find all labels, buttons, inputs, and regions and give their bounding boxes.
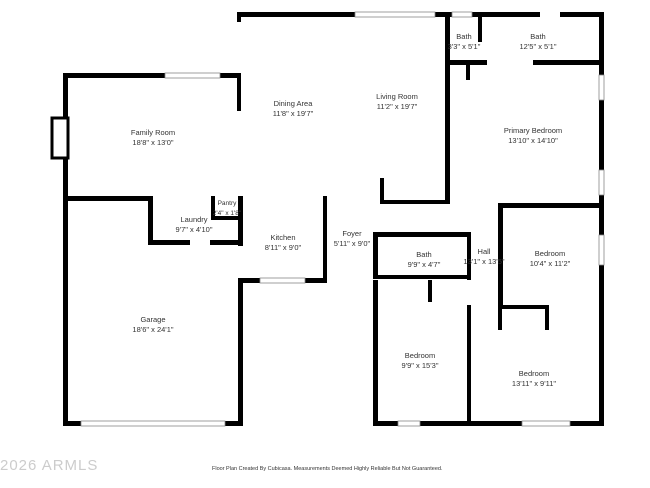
room-dims: 9'7" x 4'10" [175,225,213,234]
room-dims: 9'9" x 4'7" [407,260,441,269]
room-name: Bedroom [534,249,566,258]
room-dims: 11'2" x 19'7" [376,102,418,111]
room-name: Living Room [376,92,418,101]
room-name: Kitchen [270,233,296,242]
room-name: Bedroom [518,369,550,378]
room-name: Laundry [180,215,208,224]
windows [80,11,605,427]
room-dims: 13'1" x 13'5" [463,257,505,266]
walls [50,12,604,426]
room-name: Bath [456,32,472,41]
room-name: Hall [477,247,491,256]
room-name: Pantry [217,200,237,207]
room-name: Family Room [130,128,176,137]
room-dims: 3'3" x 5'1" [447,42,481,51]
room-name: Primary Bedroom [503,126,563,135]
room-dims: 18'6" x 24'1" [132,325,174,334]
room-dims: 12'5" x 5'1" [519,42,557,51]
room-dims: 5'11" x 9'0" [333,239,371,248]
room-dims: 13'10" x 14'10" [508,136,558,145]
footer-note: Floor Plan Created By Cubicasa. Measurem… [212,466,443,472]
room-name: Bedroom [404,351,436,360]
room-dims: 11'8" x 19'7" [272,109,314,118]
room-dims: 10'4" x 11'2" [529,259,571,268]
room-name: Foyer [342,229,362,238]
watermark: 2026 ARMLS [0,457,99,474]
room-name: Bath [416,250,432,259]
room-dims: 9'9" x 15'3" [401,361,439,370]
room-dims: 13'11" x 9'11" [511,379,557,388]
room-dims: 18'8" x 13'0" [132,138,174,147]
room-name: Dining Area [273,99,313,108]
room-name: Bath [530,32,546,41]
room-dims: 2'4" x 1'8" [212,210,242,217]
room-dims: 8'11" x 9'0" [264,243,302,252]
room-name: Garage [140,315,166,324]
room-pantry: Pantry 2'4" x 1'8" [213,199,241,219]
